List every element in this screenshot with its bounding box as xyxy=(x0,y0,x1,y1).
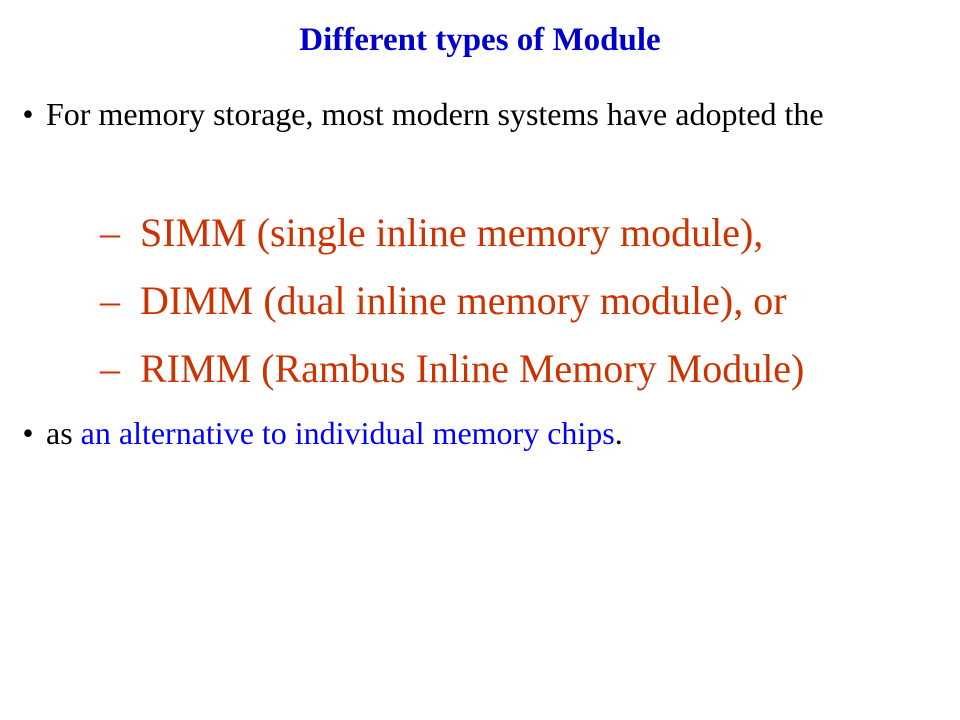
sub-item-text: RIMM (Rambus Inline Memory Module) xyxy=(140,346,805,391)
sub-item-text: SIMM (single inline memory module), xyxy=(140,210,764,255)
bullet-item-1: • For memory storage, most modern system… xyxy=(0,94,960,184)
bullet-item-2: • as an alternative to individual memory… xyxy=(0,413,960,457)
dash-marker: – xyxy=(100,278,120,323)
dash-marker: – xyxy=(100,346,120,391)
bullet-suffix: . xyxy=(614,415,623,451)
bullet-text: as an alternative to individual memory c… xyxy=(46,413,900,453)
slide-title: Different types of Module xyxy=(299,22,661,58)
bullet-text: For memory storage, most modern systems … xyxy=(46,96,824,132)
bullet-marker: • xyxy=(22,415,34,451)
highlighted-phrase: an alternative to individual memory chip… xyxy=(80,415,615,451)
dash-marker: – xyxy=(100,210,120,255)
bullet-prefix: as xyxy=(46,415,81,451)
sub-item-text: DIMM (dual inline memory module), or xyxy=(140,278,787,323)
bullet-marker: • xyxy=(22,96,34,132)
